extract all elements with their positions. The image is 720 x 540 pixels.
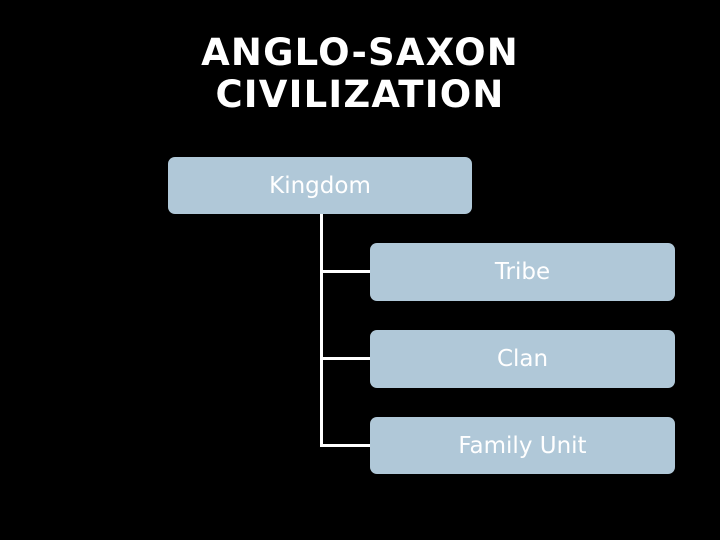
connector-branch-clan [320, 357, 371, 360]
diagram-node-tribe[interactable]: Tribe [370, 243, 675, 301]
connector-trunk-line [320, 213, 323, 447]
connector-branch-family-unit [320, 444, 371, 447]
connector-branch-tribe [320, 270, 371, 273]
page-title: ANGLO-SAXON CIVILIZATION [201, 31, 519, 116]
diagram-node-clan[interactable]: Clan [370, 330, 675, 388]
diagram-node-kingdom[interactable]: Kingdom [168, 157, 472, 214]
diagram-node-family-unit[interactable]: Family Unit [370, 417, 675, 474]
